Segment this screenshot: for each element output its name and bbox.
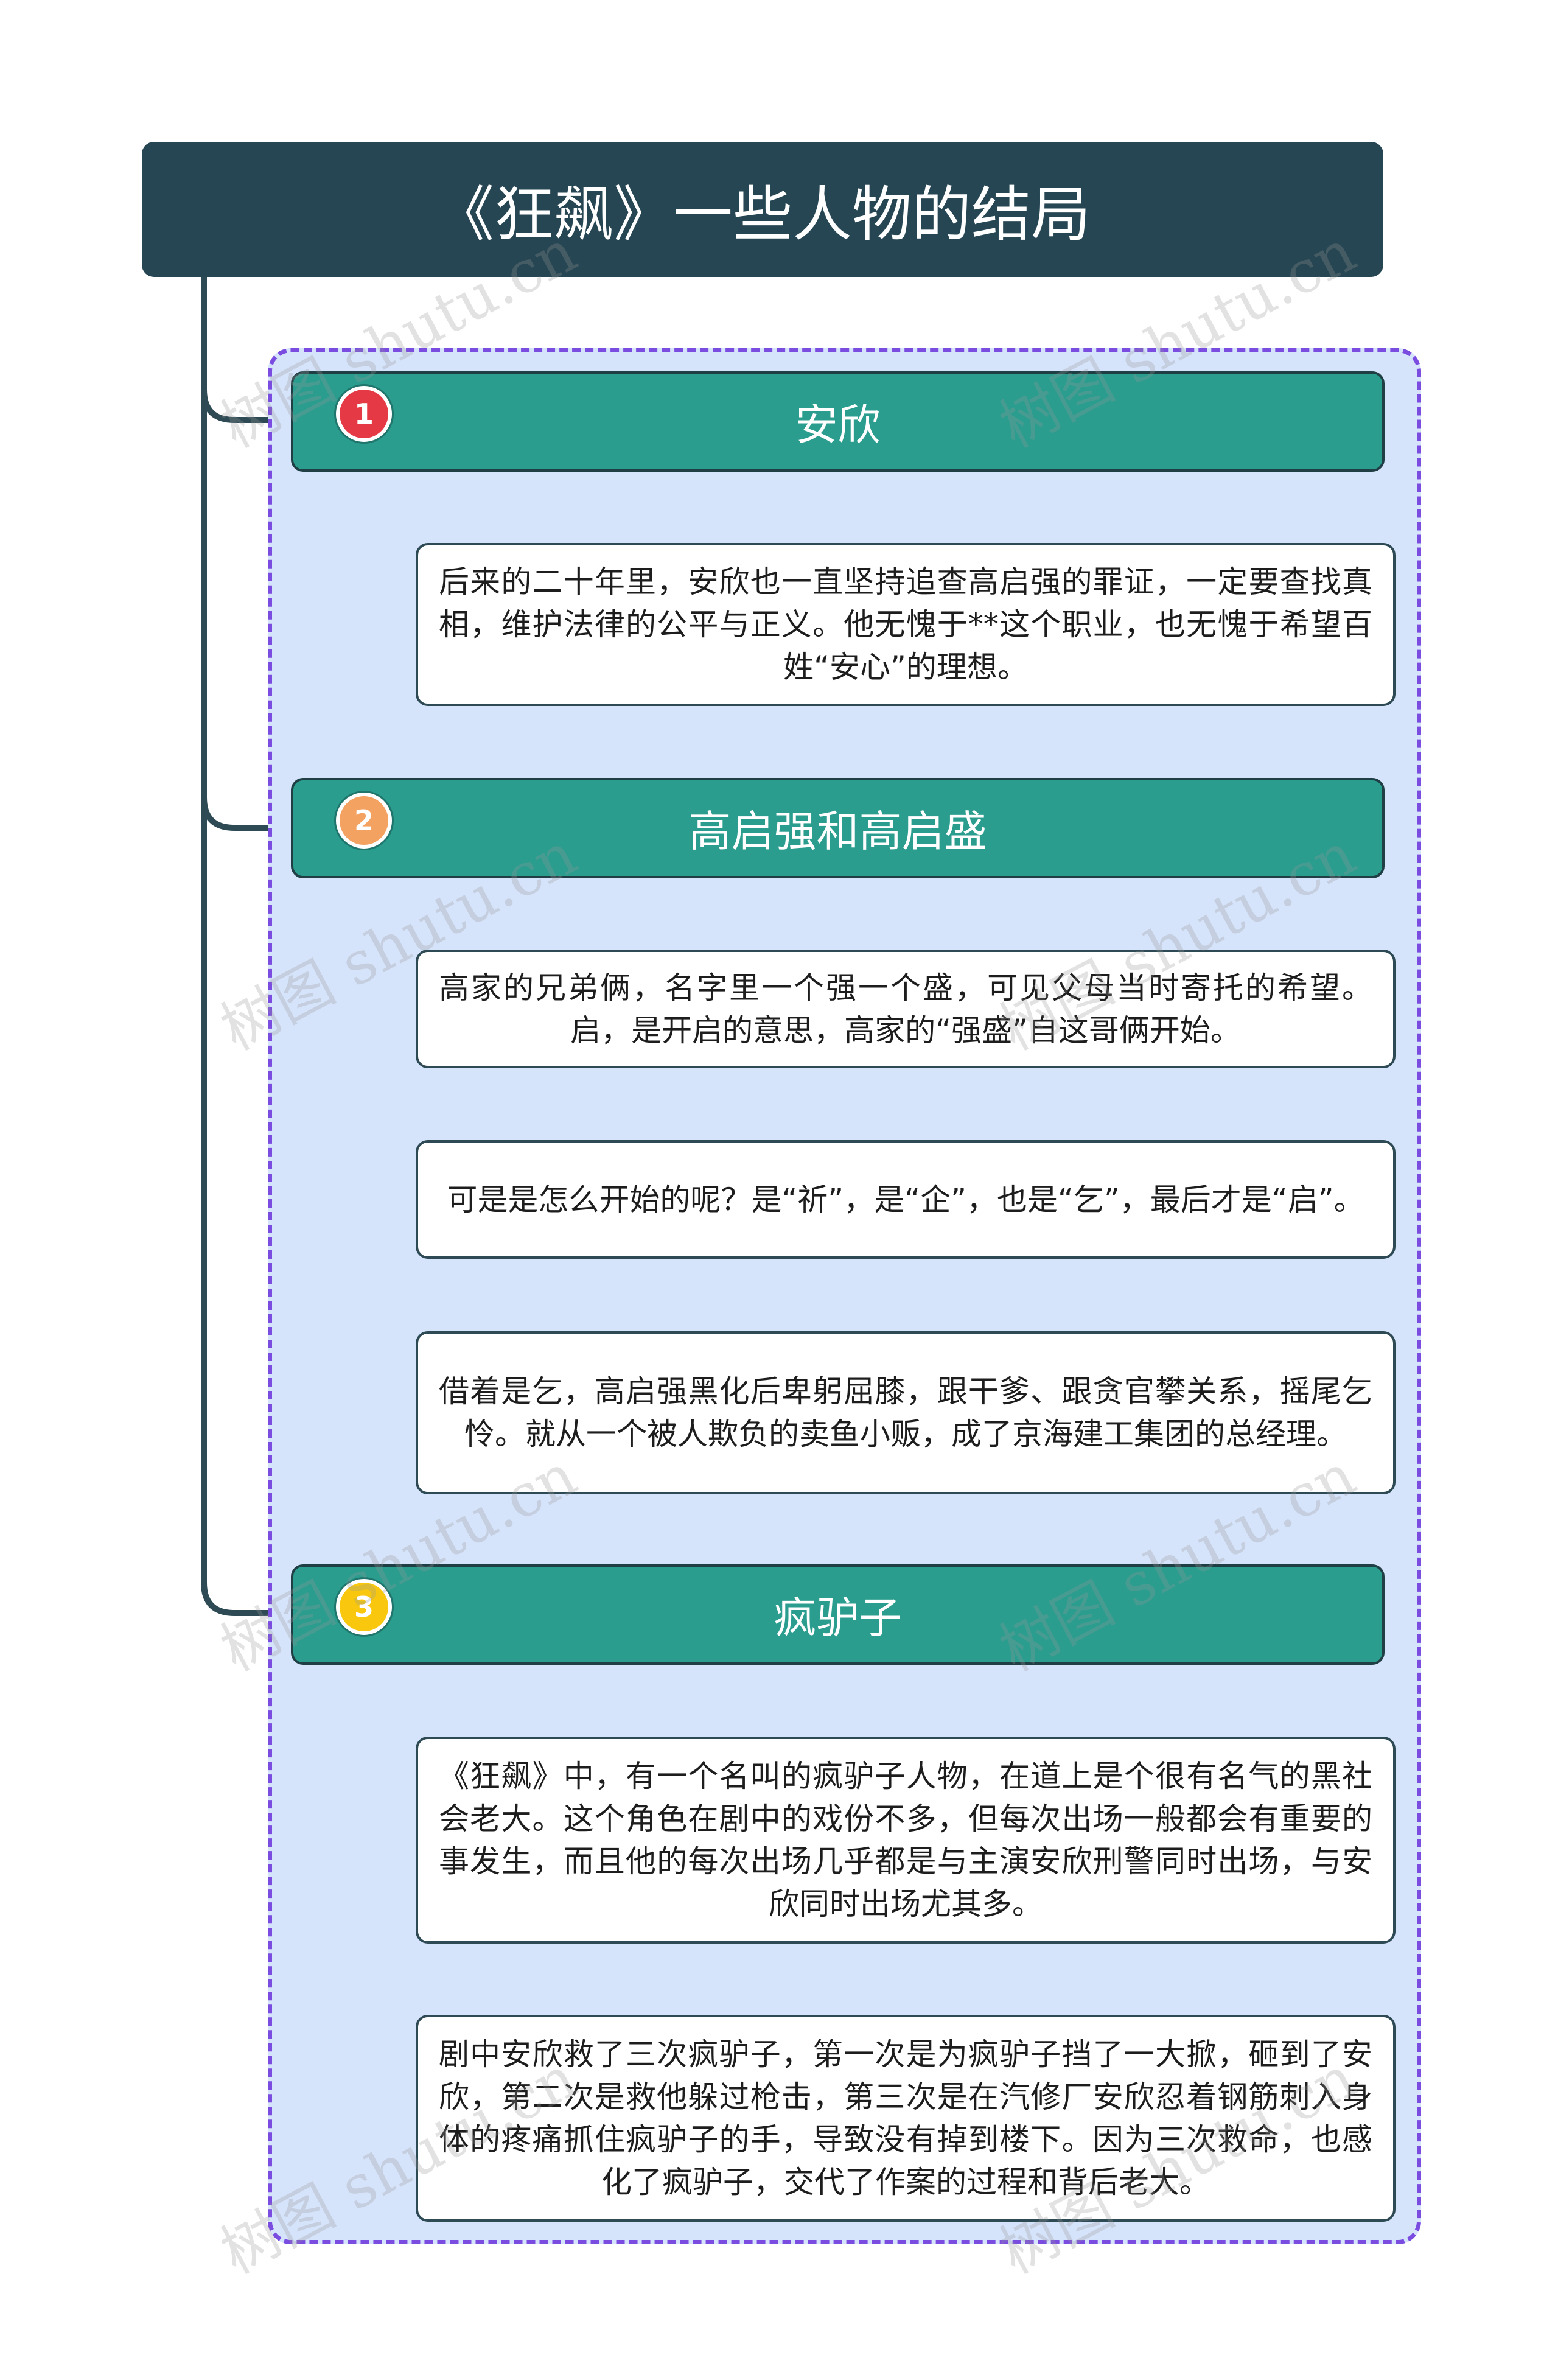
note-node-2-3[interactable]: 借着是乞，高启强黑化后卑躬屈膝，跟干爹、跟贪官攀关系，摇尾乞怜。就从一个被人欺负… [416,1331,1396,1494]
note-node-1-1[interactable]: 后来的二十年里，安欣也一直坚持追查高启强的罪证，一定要查找真相，维护法律的公平与… [416,543,1396,706]
root-title-text: 《狂飙》一些人物的结局 [434,180,1091,250]
topic-label: 疯驴子 [774,1593,902,1643]
note-node-3-1[interactable]: 《狂飙》中，有一个名叫的疯驴子人物，在道上是个很有名气的黑社会老大。这个角色在剧… [416,1737,1396,1944]
priority-2-icon: 2 [336,793,392,849]
topic-node-1[interactable]: 安欣 [291,371,1385,472]
note-node-2-2[interactable]: 可是是怎么开始的呢？是“祈”，是“企”，也是“乞”，最后才是“启”。 [416,1140,1396,1259]
note-text: 借着是乞，高启强黑化后卑躬屈膝，跟干爹、跟贪官攀关系，摇尾乞怜。就从一个被人欺负… [439,1374,1372,1452]
topic-node-2[interactable]: 高启强和高启盛 [291,778,1385,878]
note-text: 《狂飙》中，有一个名叫的疯驴子人物，在道上是个很有名气的黑社会老大。这个角色在剧… [439,1759,1372,1922]
note-text: 可是是怎么开始的呢？是“祈”，是“企”，也是“乞”，最后才是“启”。 [447,1181,1364,1217]
note-node-2-1[interactable]: 高家的兄弟俩，名字里一个强一个盛，可见父母当时寄托的希望。启，是开启的意思，高家… [416,950,1396,1068]
priority-1-icon: 1 [336,386,392,442]
note-text: 高家的兄弟俩，名字里一个强一个盛，可见父母当时寄托的希望。启，是开启的意思，高家… [439,970,1372,1048]
topic-node-3[interactable]: 疯驴子 [291,1564,1385,1665]
note-text: 剧中安欣救了三次疯驴子，第一次是为疯驴子挡了一大掀，砸到了安欣，第二次是救他躲过… [439,2037,1372,2200]
priority-3-icon: 3 [336,1579,392,1635]
root-to-topic-3-connector [201,794,294,1616]
root-title-node[interactable]: 《狂飙》一些人物的结局 [142,142,1383,277]
topic-label: 高启强和高启盛 [688,807,987,856]
note-text: 后来的二十年里，安欣也一直坚持追查高启强的罪证，一定要查找真相，维护法律的公平与… [439,564,1372,685]
topic-label: 安欣 [795,400,881,450]
note-node-3-2[interactable]: 剧中安欣救了三次疯驴子，第一次是为疯驴子挡了一大掀，砸到了安欣，第二次是救他躲过… [416,2015,1396,2222]
